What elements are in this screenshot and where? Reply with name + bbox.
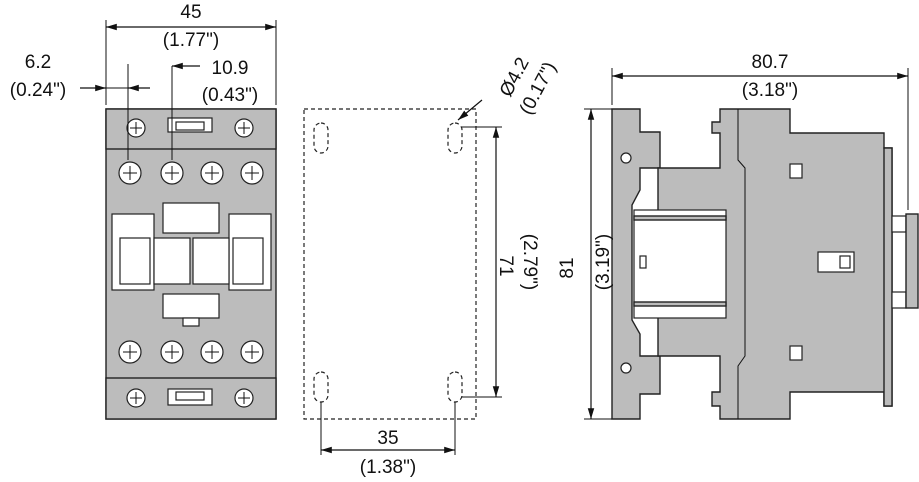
horizontal-mm-label: 35: [377, 428, 398, 449]
side-square-top: [789, 163, 803, 179]
height-in-label: (3.19"): [593, 234, 614, 290]
lower-tab: [182, 317, 200, 327]
hole-top-right: [447, 122, 463, 154]
center-right-window: [192, 237, 230, 285]
center-left-window: [153, 237, 191, 285]
depth-in-label: (3.18"): [742, 80, 798, 101]
mounting-outline: [303, 108, 477, 420]
lower-terminal-screws: [118, 340, 264, 364]
pitch-right-mm-label: 10.9: [212, 58, 249, 79]
pitch-right-in-label: (0.43"): [202, 85, 258, 106]
depth-mm-label: 80.7: [752, 52, 789, 73]
top-small-screws: [126, 118, 254, 138]
pitch-left-in-label: (0.24"): [10, 80, 66, 101]
pitch-left-mm-label: 6.2: [25, 52, 51, 73]
side-right-knob-top: [891, 215, 907, 233]
bottom-small-screws: [126, 388, 254, 408]
vertical-in-label: (2.79"): [519, 234, 540, 290]
top-clip-inner: [175, 121, 205, 131]
horizontal-in-label: (1.38"): [360, 457, 416, 478]
front-view: 45 (1.77") 6.2 (0.24") 10.9 (0.43"): [10, 2, 277, 420]
upper-label-window: [162, 202, 220, 234]
hole-bottom-right: [447, 371, 463, 403]
left-contact-inner: [119, 237, 151, 285]
side-indicator-inner: [839, 255, 851, 269]
coil-rail-bottom: [633, 301, 727, 307]
upper-terminal-screws: [118, 161, 264, 185]
side-right-terminal: [905, 213, 919, 309]
lower-label-window: [162, 293, 220, 319]
coil-window: [633, 209, 727, 319]
side-view: 80.7 (3.18") 81 (3.19"): [557, 52, 919, 420]
side-square-bottom: [789, 345, 803, 361]
right-contact-inner: [232, 237, 264, 285]
coil-tab: [639, 255, 647, 269]
hole-bottom-left: [313, 371, 329, 403]
mounting-view: Ø4.2 (0.17") 71 (2.79") 35 (1.38"): [303, 54, 561, 478]
side-right-knob-bottom: [891, 291, 907, 309]
side-hole-top: [620, 152, 632, 164]
width-mm-label: 45: [180, 2, 201, 23]
side-right-plate: [883, 147, 893, 407]
side-base-plate: [611, 108, 661, 420]
side-divider: [737, 109, 746, 419]
side-hole-bottom: [620, 362, 632, 374]
hole-dia-leader: [457, 99, 483, 121]
coil-rail-top: [633, 215, 727, 221]
width-in-label: (1.77"): [163, 30, 219, 51]
height-mm-label: 81: [557, 257, 578, 278]
hole-top-left: [313, 122, 329, 154]
vertical-mm-label: 71: [495, 255, 516, 276]
bottom-clip-inner: [175, 391, 205, 401]
